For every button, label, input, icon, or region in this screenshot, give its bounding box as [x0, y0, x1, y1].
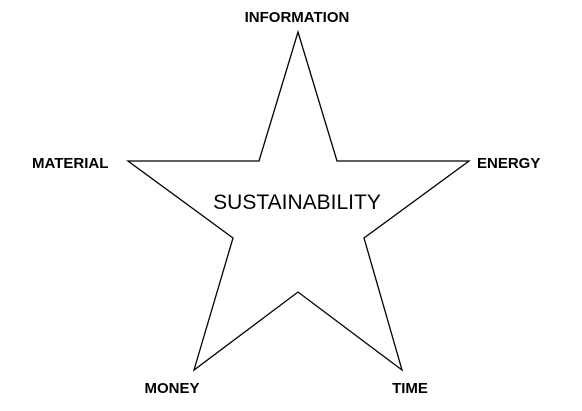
center-label-sustainability: SUSTAINABILITY: [213, 191, 381, 214]
label-information: INFORMATION: [245, 9, 350, 26]
label-time: TIME: [392, 380, 428, 397]
label-energy: ENERGY: [477, 155, 540, 172]
label-money: MONEY: [144, 380, 199, 397]
label-material: MATERIAL: [32, 155, 108, 172]
star-shape: [126, 29, 471, 372]
